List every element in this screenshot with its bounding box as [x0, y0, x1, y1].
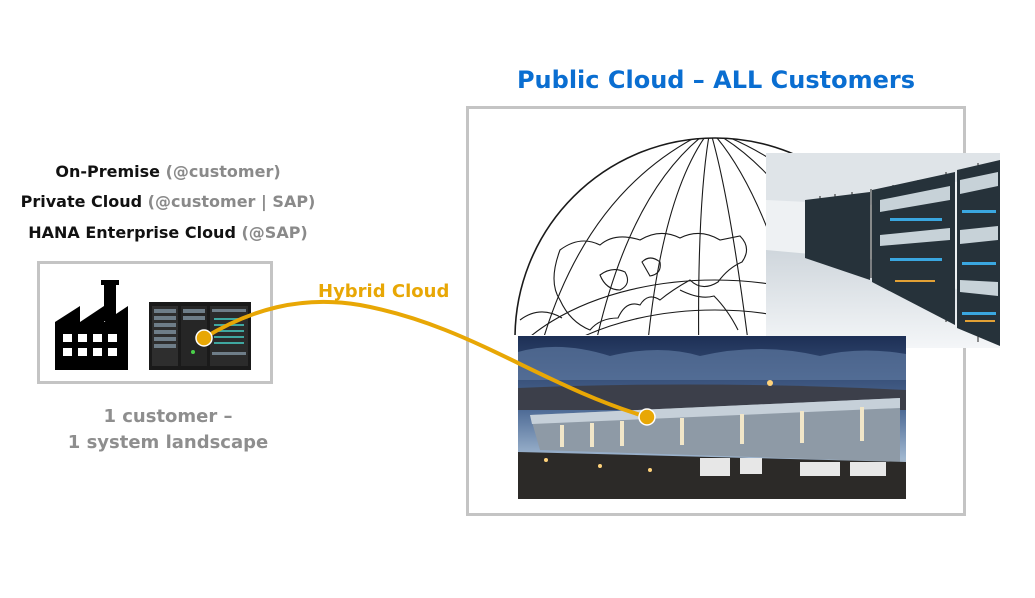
onprem-label: On-Premise — [55, 162, 160, 181]
landscape-caption: 1 customer – 1 system landscape — [0, 404, 336, 456]
hana-cloud-note: (@SAP) — [241, 223, 308, 242]
private-cloud-note: (@customer | SAP) — [147, 192, 316, 211]
factory-icon — [55, 280, 128, 370]
hana-cloud-label: HANA Enterprise Cloud — [28, 223, 236, 242]
hybrid-endpoint-onprem — [195, 329, 213, 347]
hana-cloud-line: HANA Enterprise Cloud (@SAP) — [0, 223, 336, 242]
private-cloud-label: Private Cloud — [20, 192, 143, 211]
datacenter-aisle-photo — [766, 153, 1000, 348]
hybrid-cloud-connector — [195, 299, 656, 426]
datacenter-building-photo — [518, 336, 906, 499]
landscape-line-1: 1 customer – — [103, 406, 233, 427]
onprem-line: On-Premise (@customer) — [0, 162, 336, 181]
hybrid-cloud-label: Hybrid Cloud — [318, 281, 450, 302]
private-cloud-line: Private Cloud (@customer | SAP) — [0, 192, 336, 211]
landscape-line-2: 1 system landscape — [67, 432, 269, 453]
public-cloud-title: Public Cloud – ALL Customers — [516, 66, 916, 94]
hybrid-endpoint-cloud — [638, 408, 656, 426]
onprem-box — [37, 261, 273, 384]
onprem-note: (@customer) — [165, 162, 281, 181]
server-rack-icon — [149, 302, 251, 370]
